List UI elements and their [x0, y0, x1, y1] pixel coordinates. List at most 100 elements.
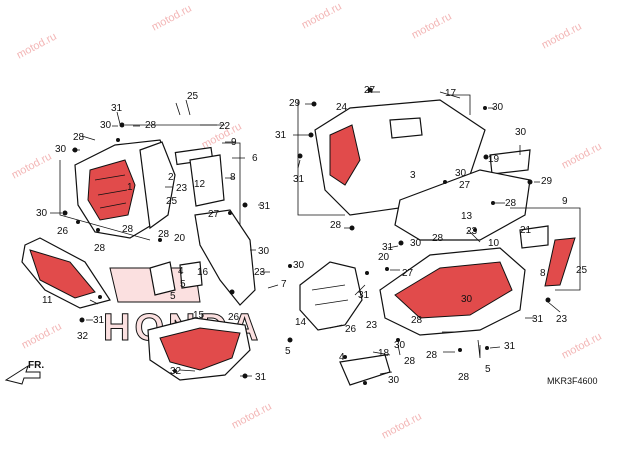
callout: 27 — [402, 268, 414, 279]
decal-9 — [519, 225, 549, 249]
callout: 27 — [364, 85, 376, 96]
callout: 2 — [168, 172, 174, 183]
callout: 30 — [36, 208, 48, 219]
callout: 9 — [562, 196, 568, 207]
callout: 31 — [259, 201, 271, 212]
callout: 30 — [55, 144, 67, 155]
callout: 30 — [100, 120, 112, 131]
callout: 24 — [336, 102, 348, 113]
callout: 4 — [178, 266, 184, 277]
callout: 8 — [230, 172, 236, 183]
callout: 32 — [77, 331, 89, 342]
callout: 23 — [254, 267, 266, 278]
callout: 22 — [219, 121, 231, 132]
callout: 1 — [127, 182, 133, 193]
side-panel-12 — [189, 154, 225, 207]
callout: 30 — [258, 246, 270, 257]
front-label: FR. — [28, 360, 44, 371]
lower-cowl-left — [147, 317, 251, 381]
fasteners — [62, 87, 551, 385]
callout: 30 — [515, 127, 527, 138]
callout: 28 — [330, 220, 342, 231]
callout: 29 — [289, 98, 301, 109]
front-arrow-icon — [4, 364, 41, 385]
callout: 23 — [366, 320, 378, 331]
callout: 3 — [410, 170, 416, 181]
callout: 25 — [166, 196, 178, 207]
callout: 5 — [485, 364, 491, 375]
side-cowl-inner — [29, 249, 96, 299]
callout: 20 — [174, 233, 186, 244]
callout: 31 — [504, 341, 516, 352]
bracket-19 — [489, 149, 531, 175]
lower-cowl-panel — [159, 327, 241, 371]
lower-side-cowl-group — [379, 169, 581, 336]
callout: 30 — [388, 375, 400, 386]
callout: 5 — [170, 291, 176, 302]
callout: 31 — [358, 290, 370, 301]
callout: 11 — [42, 295, 53, 306]
callout: 5 — [180, 279, 186, 290]
callout: 23 — [556, 314, 568, 325]
callout: 9 — [231, 137, 237, 148]
callout: 31 — [532, 314, 544, 325]
callout: 26 — [345, 324, 357, 335]
callout: 30 — [455, 168, 467, 179]
callout: 28 — [458, 372, 470, 383]
bracket-4 — [149, 261, 176, 296]
callout: 28 — [404, 356, 416, 367]
callout: 15 — [193, 310, 205, 321]
callout: 23 — [176, 183, 188, 194]
inner-bracket-group — [149, 209, 256, 306]
callout: 6 — [252, 153, 258, 164]
lower-plate-18 — [339, 354, 391, 386]
front-direction-arrow: FR. — [4, 360, 44, 385]
callout: 30 — [394, 340, 406, 351]
diagram-code: MKR3F4600 — [547, 376, 598, 386]
callout: 4 — [339, 352, 345, 363]
callout: 32 — [170, 366, 182, 377]
cowl-emblem — [389, 117, 423, 139]
callout: 16 — [197, 267, 209, 278]
callout: 31 — [293, 174, 305, 185]
callout: 19 — [488, 154, 500, 165]
callout: 18 — [378, 348, 390, 359]
callout: 28 — [94, 243, 106, 254]
callout: 27 — [208, 209, 220, 220]
callout: 31 — [275, 130, 287, 141]
callout: 28 — [122, 224, 134, 235]
callout: 28 — [505, 198, 517, 209]
callout: 14 — [295, 317, 307, 328]
callout: 25 — [187, 91, 199, 102]
callout: 10 — [488, 238, 500, 249]
stripe-8 — [544, 237, 576, 287]
upper-cowl-side — [139, 141, 176, 230]
bracket-5 — [179, 261, 203, 289]
under-bracket — [299, 261, 363, 331]
side-cowl-left — [21, 237, 111, 309]
callout: 28 — [145, 120, 157, 131]
callout: 28 — [73, 132, 85, 143]
callout: 20 — [378, 252, 390, 263]
callout: 25 — [576, 265, 588, 276]
callout: 31 — [93, 315, 105, 326]
upper-cowl-group — [59, 124, 241, 241]
callout: 5 — [285, 346, 291, 357]
callout: 30 — [410, 238, 422, 249]
lower-side-upper — [394, 169, 531, 241]
lower-side-panel — [394, 261, 513, 319]
callout: 23 — [466, 226, 478, 237]
callout: 30 — [461, 294, 473, 305]
callout: 13 — [461, 211, 473, 222]
callout: 26 — [228, 312, 240, 323]
callout: 12 — [194, 179, 206, 190]
callout: 26 — [57, 226, 69, 237]
callout: 30 — [492, 102, 504, 113]
callout: 31 — [255, 372, 267, 383]
leader-lines — [50, 91, 561, 377]
callout: 29 — [541, 176, 553, 187]
callout: 21 — [520, 225, 532, 236]
callout: 28 — [432, 233, 444, 244]
middle-cowl-vent — [329, 124, 361, 186]
